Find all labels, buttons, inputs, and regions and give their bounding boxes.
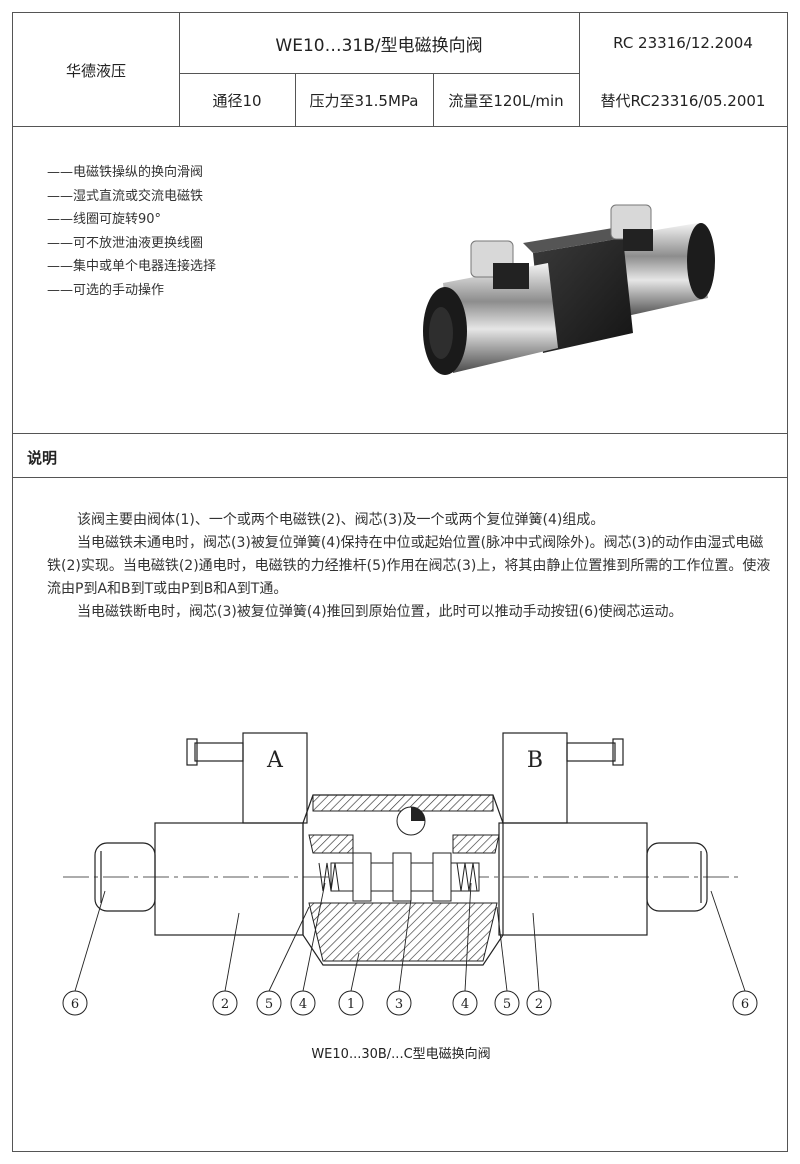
valve-product-image xyxy=(423,204,715,375)
callout-label: 6 xyxy=(741,997,749,1012)
feature-list: ——电磁铁操纵的换向滑阀 ——湿式直流或交流电磁铁 ——线圈可旋转90° ——可… xyxy=(47,161,216,302)
spec-pressure: 压力至31.5MPa xyxy=(309,91,419,110)
port-a-label: A xyxy=(266,748,284,773)
section-title: 说明 xyxy=(27,449,58,467)
port-b-label: B xyxy=(527,748,543,773)
valve-cross-section-diagram: A B 6 2 xyxy=(62,732,758,1016)
feature-item: ——电磁铁操纵的换向滑阀 xyxy=(47,165,204,180)
standard-number: RC 23316/12.2004 xyxy=(613,34,753,52)
callout-label: 6 xyxy=(71,997,79,1012)
company-name: 华德液压 xyxy=(65,61,126,80)
callout-label: 2 xyxy=(221,997,229,1012)
callout-label: 4 xyxy=(299,997,307,1012)
callout-label: 2 xyxy=(535,997,543,1012)
paragraph: 当电磁铁未通电时，阀芯(3)被复位弹簧(4)保持在中位或起始位置(脉冲中式阀除外… xyxy=(47,535,771,597)
feature-item: ——可不放泄油液更换线圈 xyxy=(47,235,204,251)
spec-replaces: 替代RC23316/05.2001 xyxy=(600,91,766,110)
callout-label: 3 xyxy=(395,997,403,1012)
description-text: 该阀主要由阀体(1)、一个或两个电磁铁(2)、阀芯(3)及一个或两个复位弹簧(4… xyxy=(47,509,777,624)
spec-flow: 流量至120L/min xyxy=(448,91,564,110)
paragraph: 该阀主要由阀体(1)、一个或两个电磁铁(2)、阀芯(3)及一个或两个复位弹簧(4… xyxy=(77,512,605,528)
callout-label: 1 xyxy=(347,997,355,1012)
callout-label: 5 xyxy=(265,997,273,1012)
spec-size: 通径10 xyxy=(212,91,262,110)
diagram-caption: WE10...30B/...C型电磁换向阀 xyxy=(311,1047,491,1062)
paragraph: 当电磁铁断电时，阀芯(3)被复位弹簧(4)推回到原始位置，此时可以推动手动按钮(… xyxy=(77,604,683,620)
callout-label: 4 xyxy=(461,997,469,1012)
callout-label: 5 xyxy=(503,997,511,1012)
feature-item: ——可选的手动操作 xyxy=(47,282,165,298)
header-table: 华德液压 WE10…31B/型电磁换向阀 RC 23316/12.2004 通径… xyxy=(13,13,787,127)
feature-item: ——湿式直流或交流电磁铁 xyxy=(47,188,204,204)
feature-item: ——集中或单个电器连接选择 xyxy=(47,259,217,274)
feature-item: ——线圈可旋转90° xyxy=(47,212,162,227)
document-title: WE10…31B/型电磁换向阀 xyxy=(275,35,483,56)
document-frame: 华德液压 WE10…31B/型电磁换向阀 RC 23316/12.2004 通径… xyxy=(12,12,788,1152)
